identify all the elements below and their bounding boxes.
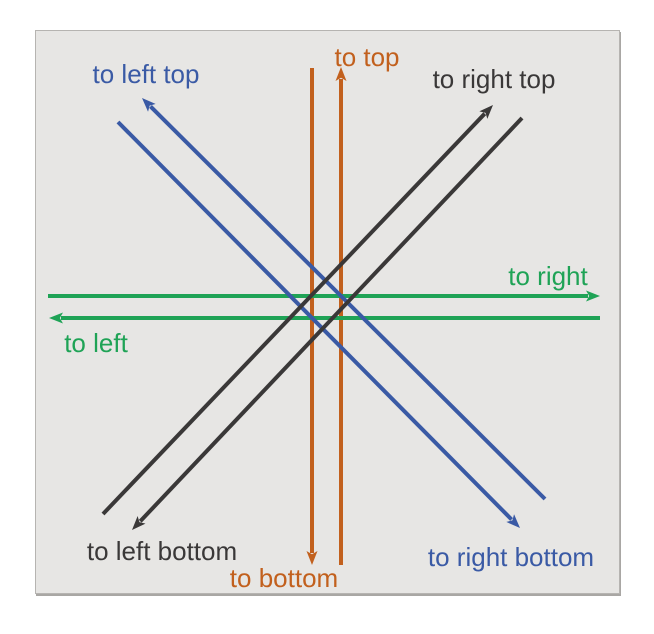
label-to-left: to left [64,328,128,358]
arrow-to-right-bottom [116,120,520,529]
label-to-top: to top [334,42,399,72]
label-to-right-top: to right top [433,64,556,94]
label-to-right: to right [508,261,588,291]
label-to-left-top: to left top [93,59,200,89]
diagram-panel [35,30,620,594]
label-to-bottom: to bottom [230,563,338,593]
label-to-right-bottom: to right bottom [428,542,594,572]
label-to-left-bottom: to left bottom [87,536,237,566]
arrow-to-right-top [101,104,494,516]
arrow-to-left-bottom [132,116,524,530]
